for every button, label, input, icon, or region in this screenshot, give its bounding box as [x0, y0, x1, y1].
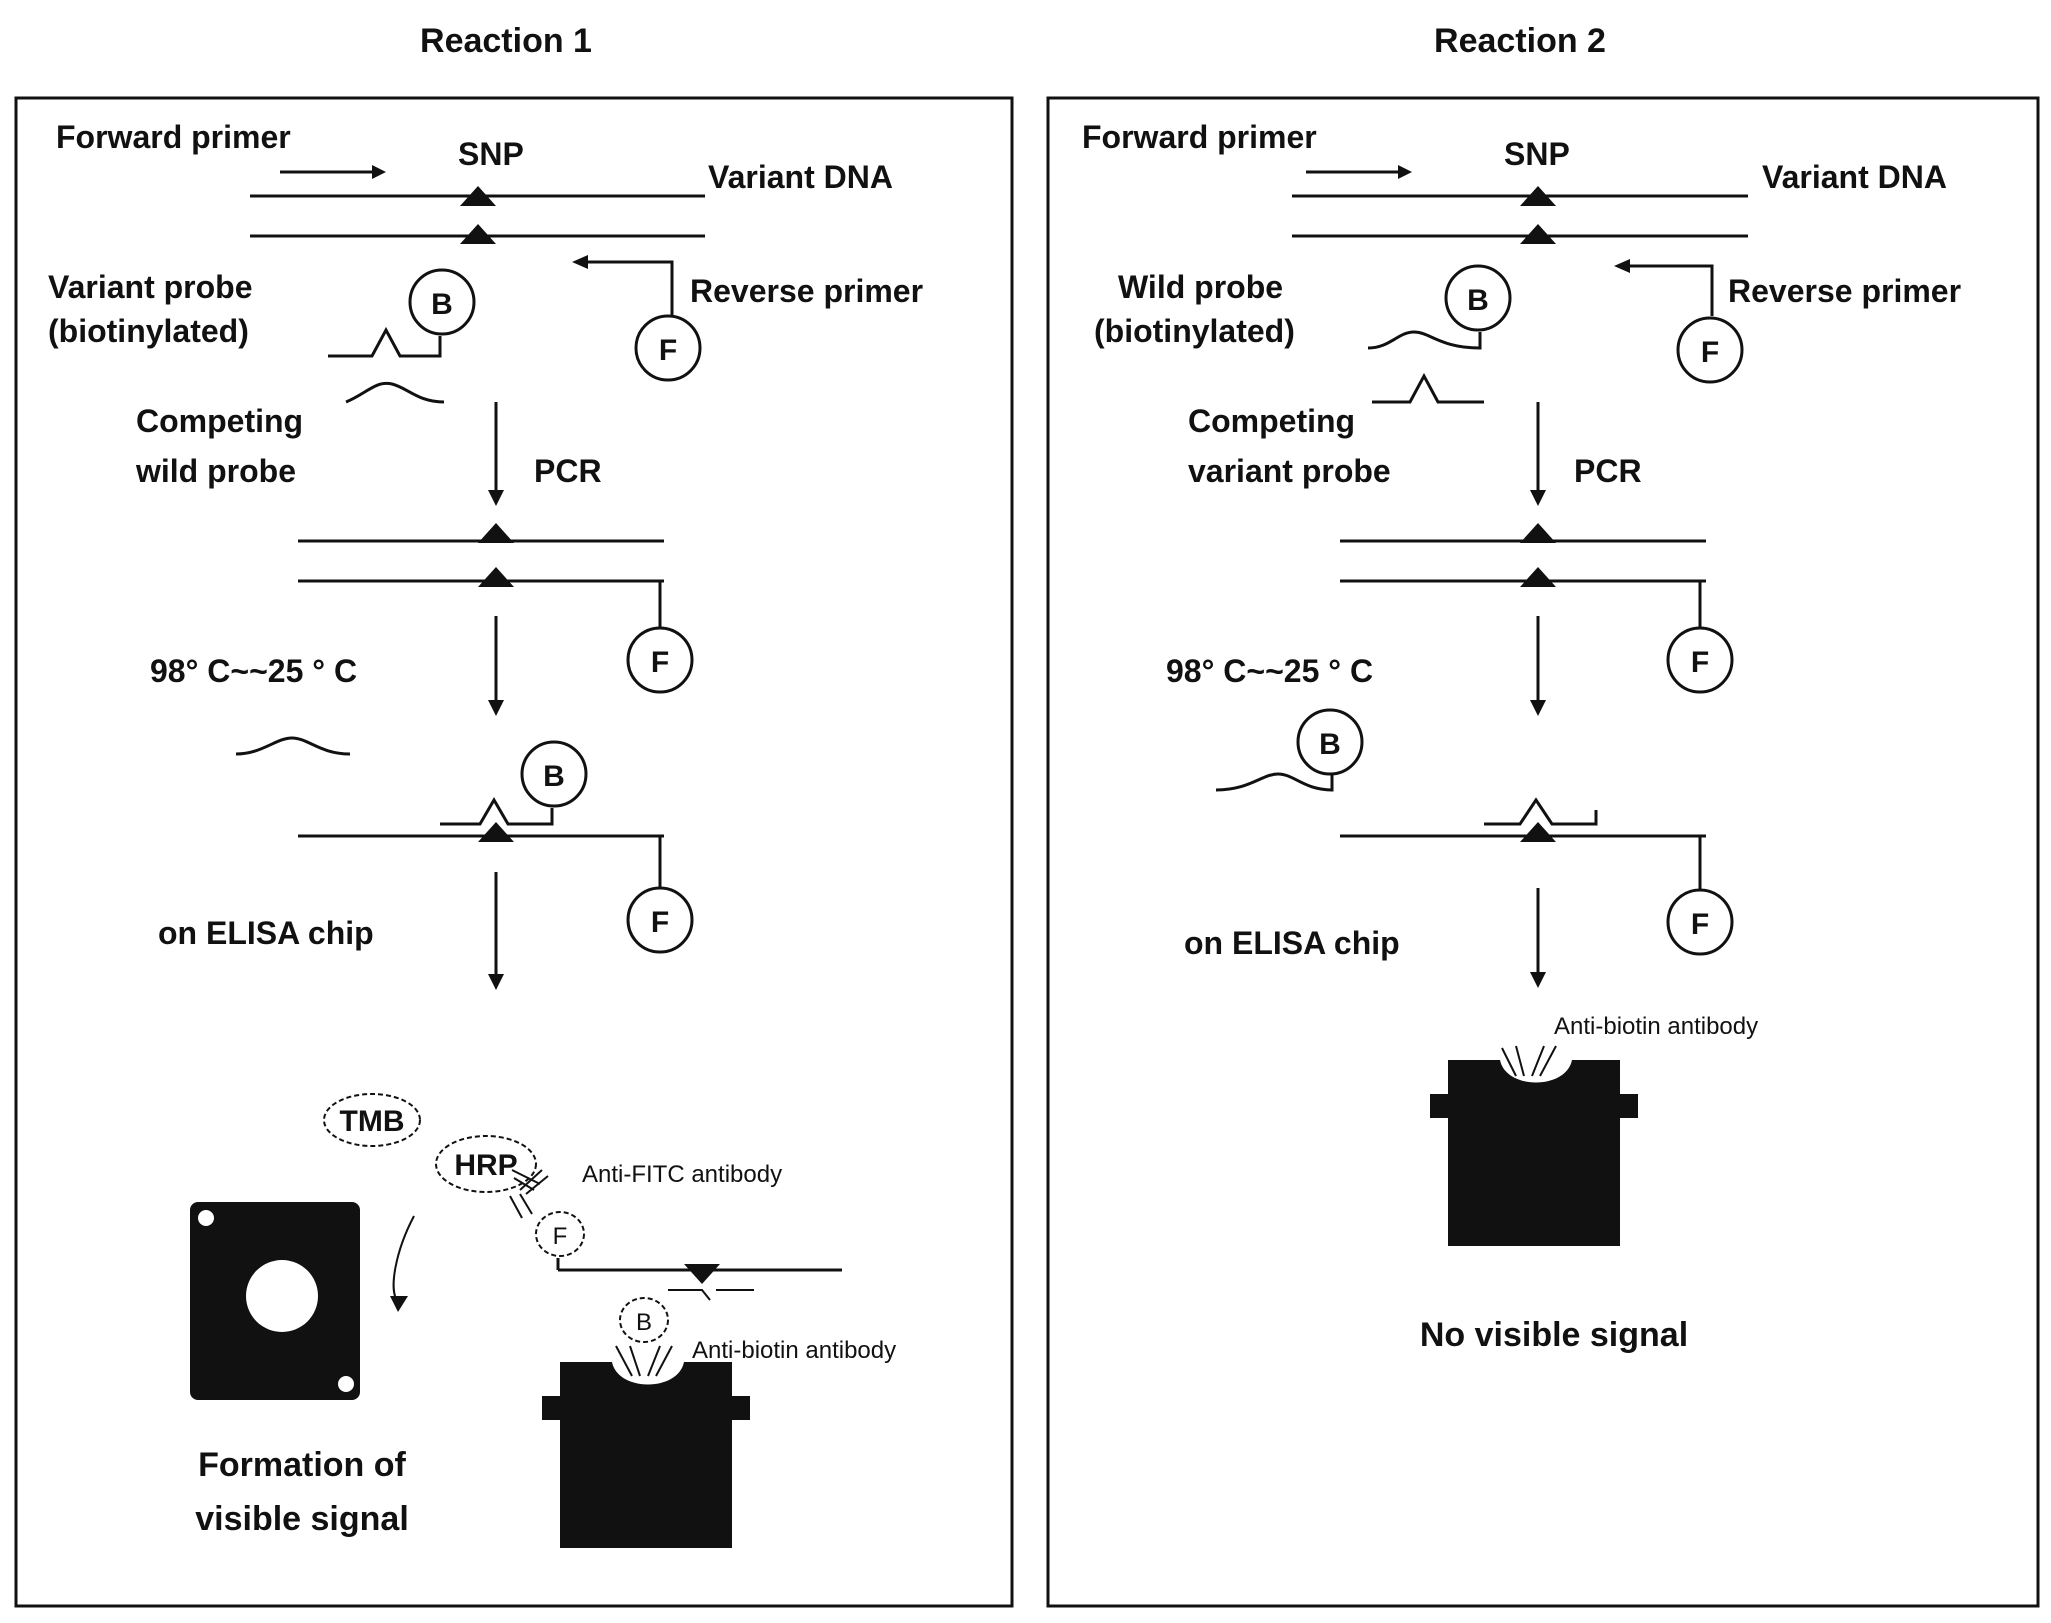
strand-fitc-label: F [1691, 908, 1709, 941]
snp-marker-bottom [1520, 224, 1556, 244]
anti-biotin-antibody [616, 1346, 672, 1376]
biotin-marker-label: B [1467, 284, 1489, 317]
competing-label-line1: Competing [1188, 403, 1355, 439]
single-strand-snp [1520, 822, 1556, 842]
probe-label-line2: (biotinylated) [1094, 313, 1295, 349]
snp-label: SNP [1504, 136, 1570, 172]
reverse-primer-label: Reverse primer [690, 273, 923, 309]
hybridized-probe [440, 800, 552, 824]
result-label: No visible signal [1420, 1316, 1688, 1354]
wild-probe [1368, 332, 1480, 348]
hrp-label: HRP [454, 1149, 517, 1182]
variant-dna-label: Variant DNA [1762, 159, 1947, 195]
variant-probe [328, 330, 440, 356]
probe-label-line1: Wild probe [1118, 269, 1283, 305]
anti-biotin-label: Anti-biotin antibody [1554, 1013, 1758, 1040]
result-line1: Formation of [198, 1446, 406, 1484]
anti-biotin-label: Anti-biotin antibody [692, 1337, 896, 1364]
tmb-reaction-arrow [394, 1216, 414, 1302]
pcr-arrowhead [488, 490, 504, 506]
anneal-arrowhead [488, 700, 504, 716]
reverse-primer-line [1630, 266, 1712, 316]
hybridized-competing-probe [1484, 800, 1596, 824]
fitc-marker-label: F [1701, 336, 1719, 369]
free-wild-probe [1216, 774, 1332, 790]
variant-dna-label: Variant DNA [708, 159, 893, 195]
snp-label: SNP [458, 136, 524, 172]
tmb-reaction-arrowhead [390, 1296, 408, 1312]
elisa-label: on ELISA chip [158, 915, 374, 951]
biotin-marker-label: B [431, 288, 453, 321]
snp-marker-bottom [460, 224, 496, 244]
probe-label-line1: Variant probe [48, 269, 253, 305]
anti-fitc-antibody-stem [510, 1194, 532, 1218]
captured-snp [684, 1264, 720, 1284]
reverse-primer-line [588, 262, 672, 316]
result-line2: visible signal [195, 1500, 409, 1538]
tmb-label: TMB [340, 1105, 405, 1138]
competing-label-line1: Competing [136, 403, 303, 439]
strand-fitc-label: F [651, 906, 669, 939]
captured-biotin-label: B [636, 1309, 652, 1336]
competing-wild-probe [346, 383, 444, 402]
elisa-chip-well [1430, 1060, 1638, 1246]
anti-biotin-antibody [1502, 1046, 1556, 1076]
reaction-1-panel: Reaction 1 Forward primer SNP Variant DN… [16, 22, 1012, 1606]
forward-primer-label: Forward primer [56, 119, 291, 155]
forward-primer-arrowhead [1398, 165, 1412, 179]
competing-label-line2: wild probe [135, 453, 296, 489]
signal-chip-hole-br [338, 1376, 354, 1392]
probe-label-line2: (biotinylated) [48, 313, 249, 349]
hybrid-biotin-label: B [543, 760, 565, 793]
reverse-primer-label: Reverse primer [1728, 273, 1961, 309]
product-snp-bottom [478, 567, 514, 587]
forward-primer-arrowhead [372, 165, 386, 179]
reaction-1-title: Reaction 1 [420, 22, 592, 60]
product-snp-top [478, 523, 514, 543]
reaction-2-panel: Reaction 2 Forward primer SNP Variant DN… [1048, 22, 2038, 1606]
fitc-marker-label: F [659, 334, 677, 367]
free-biotin-label: B [1319, 728, 1341, 761]
competing-variant-probe [1372, 376, 1484, 402]
product-snp-top [1520, 523, 1556, 543]
product-fitc-label: F [1691, 646, 1709, 679]
pcr-arrowhead [1530, 490, 1546, 506]
free-competing-probe [236, 738, 350, 754]
temperature-label: 98° C~~25 ° C [1166, 653, 1373, 689]
complex-fitc-label: F [553, 1223, 568, 1250]
reverse-primer-arrowhead [1614, 259, 1630, 273]
product-fitc-label: F [651, 646, 669, 679]
signal-spot [246, 1260, 318, 1332]
elisa-label: on ELISA chip [1184, 925, 1400, 961]
captured-probe [668, 1290, 754, 1300]
reaction-2-title: Reaction 2 [1434, 22, 1606, 60]
elisa-arrowhead [488, 974, 504, 990]
pcr-label: PCR [534, 453, 602, 489]
signal-chip-hole-tl [198, 1210, 214, 1226]
anti-fitc-label: Anti-FITC antibody [582, 1161, 782, 1188]
elisa-arrowhead [1530, 972, 1546, 988]
product-snp-bottom [1520, 567, 1556, 587]
anneal-arrowhead [1530, 700, 1546, 716]
forward-primer-label: Forward primer [1082, 119, 1317, 155]
competing-label-line2: variant probe [1188, 453, 1391, 489]
pcr-label: PCR [1574, 453, 1642, 489]
elisa-chip-well [542, 1362, 750, 1548]
temperature-label: 98° C~~25 ° C [150, 653, 357, 689]
reverse-primer-arrowhead [572, 255, 588, 269]
